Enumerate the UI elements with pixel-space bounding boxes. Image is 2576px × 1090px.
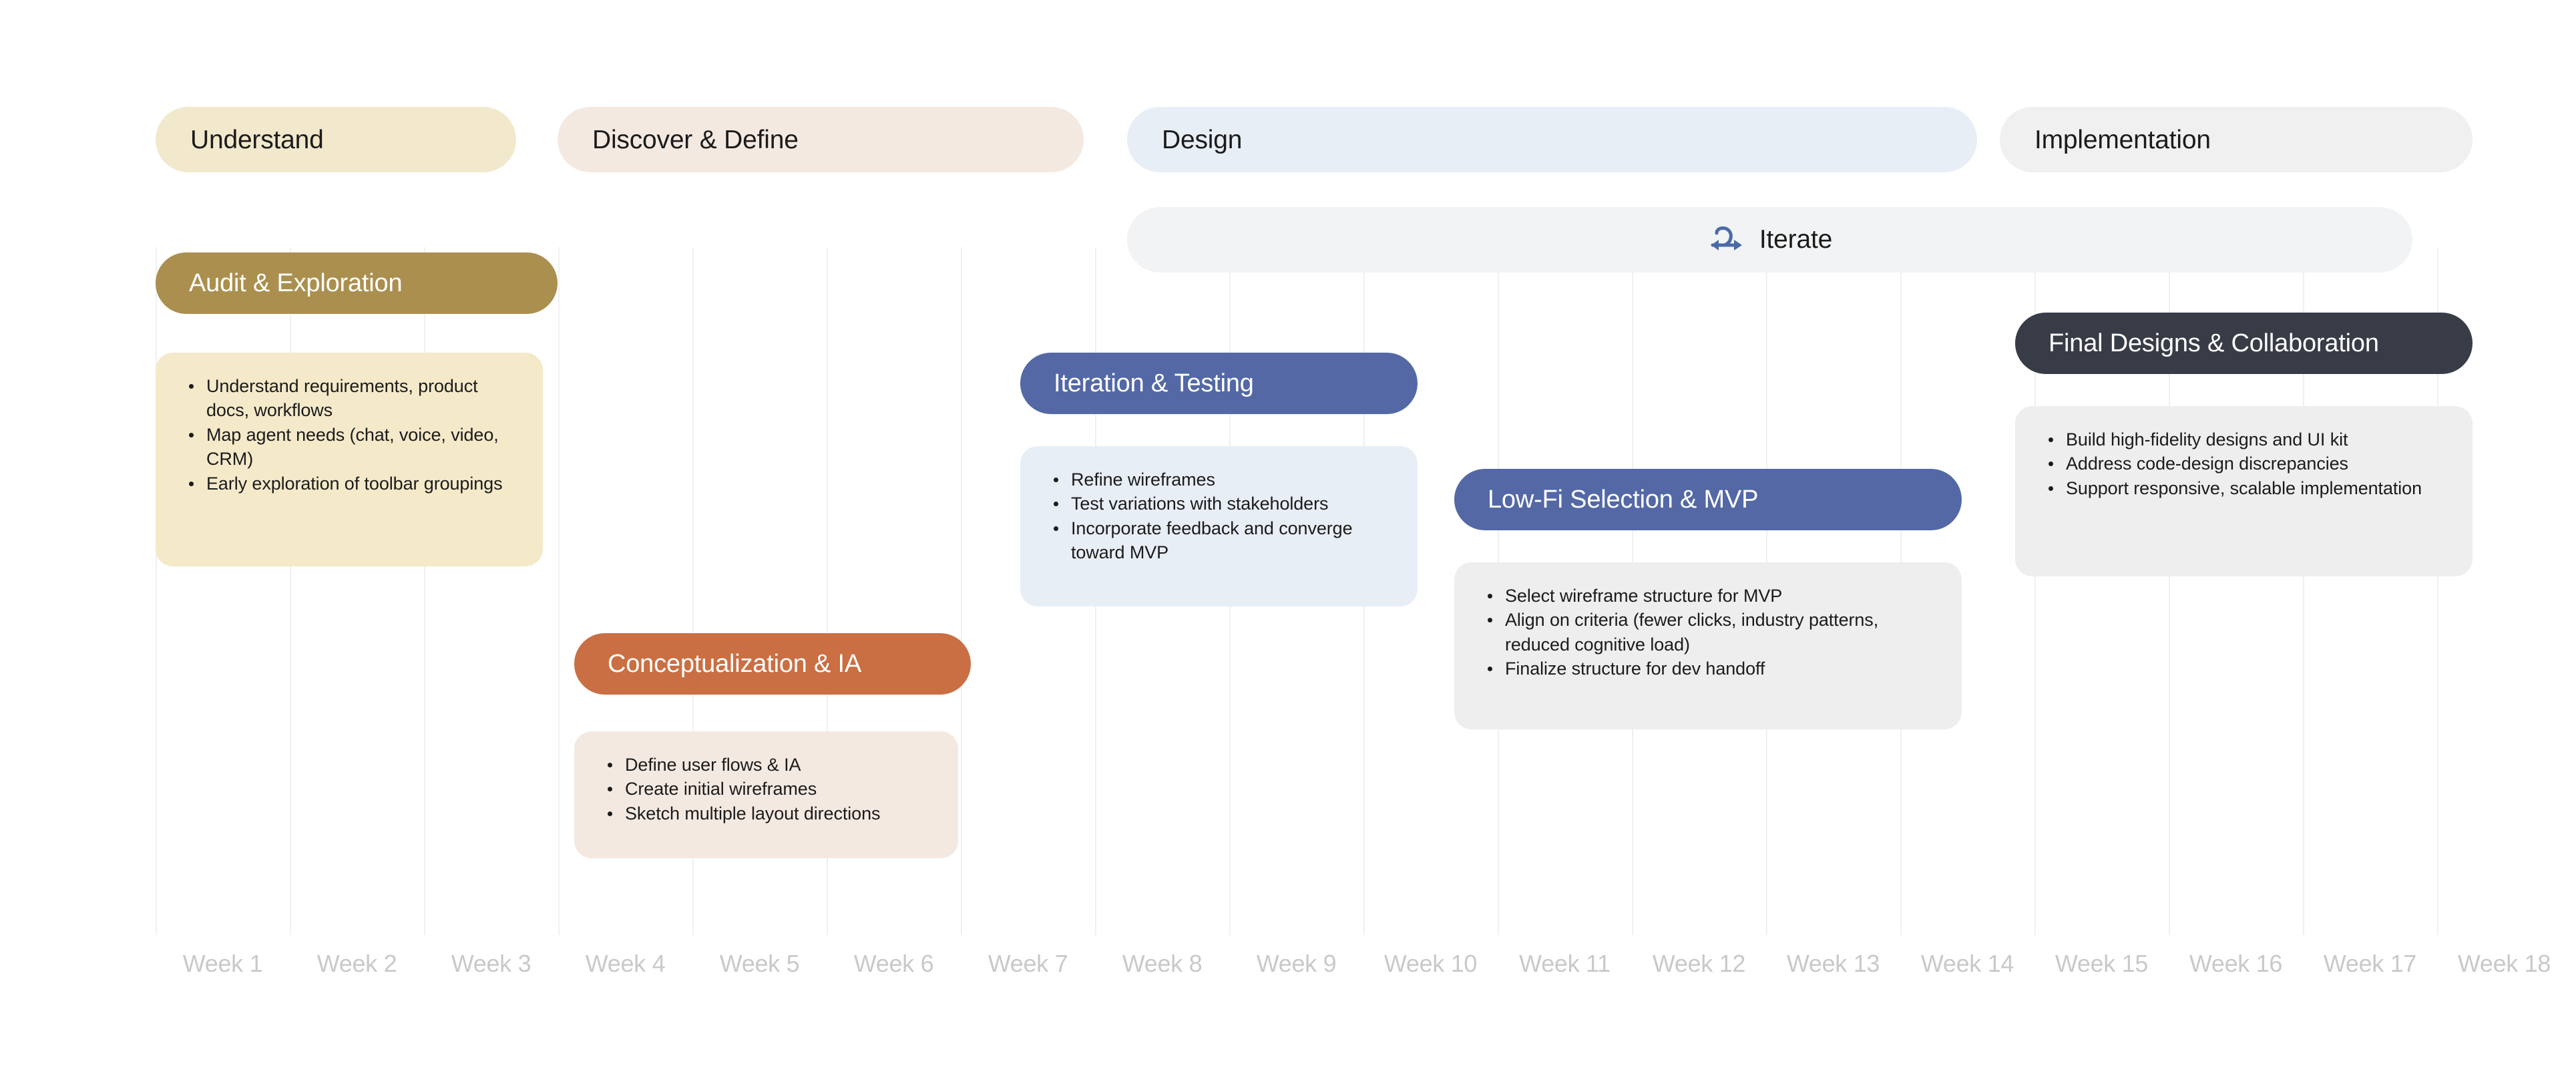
phase-header-label: Understand <box>190 125 324 154</box>
workstream-bullet: Early exploration of toolbar groupings <box>186 472 517 496</box>
workstream-card-audit-exploration: Understand requirements, product docs, w… <box>156 353 543 566</box>
week-label: Week 5 <box>719 950 800 977</box>
phase-header-understand[interactable]: Understand <box>156 107 516 172</box>
workstream-bullet: Finalize structure for dev handoff <box>1485 657 1936 681</box>
week-label: Week 7 <box>988 950 1068 977</box>
workstream-title: Iteration & Testing <box>1054 369 1254 397</box>
phase-header-label: Discover & Define <box>592 125 799 154</box>
phase-header-design[interactable]: Design <box>1127 107 1977 172</box>
week-label: Week 12 <box>1652 950 1746 977</box>
week-label: Week 9 <box>1256 950 1337 977</box>
workstream-bullet-list: Understand requirements, product docs, w… <box>186 374 517 496</box>
workstream-bullet: Map agent needs (chat, voice, video, CRM… <box>186 423 517 472</box>
workstream-bullet: Create initial wireframes <box>605 777 933 801</box>
week-label: Week 14 <box>1920 950 2014 977</box>
week-label: Week 4 <box>585 950 666 977</box>
week-gridline <box>156 247 157 935</box>
workstream-bullet: Address code-design discrepancies <box>2046 451 2447 476</box>
week-label: Week 10 <box>1383 950 1478 977</box>
workstream-pill-audit-exploration[interactable]: Audit & Exploration <box>156 252 558 314</box>
phase-header-label: Design <box>1162 125 1243 154</box>
week-label: Week 15 <box>2055 950 2149 977</box>
week-label: Week 11 <box>1519 950 1611 977</box>
iterate-label: Iterate <box>1759 225 1833 254</box>
workstream-bullet: Build high-fidelity designs and UI kit <box>2046 427 2447 451</box>
week-gridline <box>424 247 425 935</box>
workstream-bullet: Align on criteria (fewer clicks, industr… <box>1485 608 1936 657</box>
week-label: Week 6 <box>853 950 934 977</box>
workstream-bullet: Select wireframe structure for MVP <box>1485 584 1936 608</box>
workstream-bullet: Refine wireframes <box>1051 468 1392 492</box>
workstream-title: Low-Fi Selection & MVP <box>1488 486 1759 514</box>
workstream-bullet: Define user flows & IA <box>605 753 933 777</box>
workstream-title: Audit & Exploration <box>189 269 403 297</box>
phase-header-implementation[interactable]: Implementation <box>2000 107 2473 172</box>
week-axis: Week 1 Week 2 Week 3 Week 4 Week 5 Week 6 Week… <box>0 950 2576 996</box>
workstream-pill-conceptualization-ia[interactable]: Conceptualization & IA <box>574 633 971 695</box>
workstream-bullet: Test variations with stakeholders <box>1051 492 1392 516</box>
week-label: Week 1 <box>182 950 263 977</box>
week-label: Week 16 <box>2189 950 2283 977</box>
workstream-bullet: Incorporate feedback and converge toward… <box>1051 516 1392 565</box>
workstream-pill-low-fi-selection-mvp[interactable]: Low-Fi Selection & MVP <box>1454 469 1962 530</box>
workstream-title: Conceptualization & IA <box>608 650 862 678</box>
week-label: Week 3 <box>451 950 531 977</box>
week-label: Week 13 <box>1786 950 1880 977</box>
iteration-loop-arrow-icon <box>1707 225 1745 254</box>
week-gridline <box>961 247 962 935</box>
workstream-bullet: Support responsive, scalable implementat… <box>2046 476 2447 500</box>
iterate-band[interactable]: Iterate <box>1127 207 2412 272</box>
workstream-title: Final Designs & Collaboration <box>2049 329 2379 357</box>
phase-header-label: Implementation <box>2034 125 2211 154</box>
workstream-pill-final-designs-collaboration[interactable]: Final Designs & Collaboration <box>2015 313 2473 374</box>
week-label: Week 2 <box>316 950 397 977</box>
week-label: Week 18 <box>2457 950 2551 977</box>
week-gridline <box>290 247 291 935</box>
week-label: Week 17 <box>2323 950 2417 977</box>
workstream-bullet: Understand requirements, product docs, w… <box>186 374 517 423</box>
workstream-bullet: Sketch multiple layout directions <box>605 801 933 826</box>
workstream-pill-iteration-testing[interactable]: Iteration & Testing <box>1020 353 1418 414</box>
week-gridline <box>558 247 560 935</box>
week-label: Week 8 <box>1122 950 1203 977</box>
phase-header-discover-define[interactable]: Discover & Define <box>558 107 1084 172</box>
